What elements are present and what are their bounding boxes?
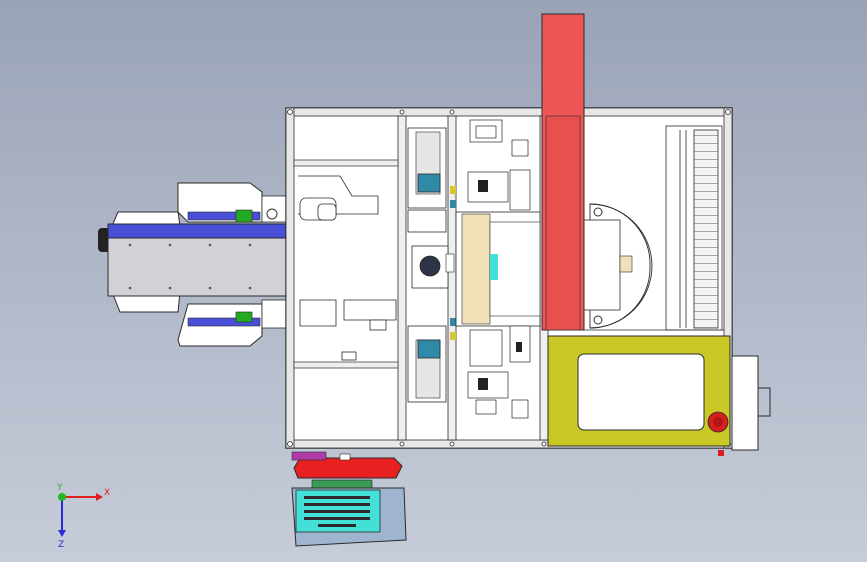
red-pillar xyxy=(541,13,585,331)
control-panel xyxy=(547,335,771,456)
hmi-screen xyxy=(577,353,705,431)
turntable-plate xyxy=(579,219,621,311)
panel-handle xyxy=(758,387,771,417)
end-roller xyxy=(98,228,110,252)
upper-gripper-belt xyxy=(187,211,261,221)
coordinate-triad: X Y Z xyxy=(56,483,110,550)
lower-gripper-belt xyxy=(187,317,261,327)
operator-station xyxy=(291,451,407,547)
center-sensor xyxy=(419,255,441,277)
lower-teal-block xyxy=(417,339,441,359)
upper-teal-block xyxy=(417,173,441,193)
wood-plate xyxy=(461,213,491,325)
y-axis-marker xyxy=(58,493,66,501)
chain-rail xyxy=(693,129,719,329)
center-column xyxy=(407,127,456,403)
x-axis-label: X xyxy=(104,488,110,498)
left-bay-interior xyxy=(298,175,397,361)
z-axis-label: Z xyxy=(58,540,64,550)
monitor xyxy=(293,457,403,479)
transfer-bay xyxy=(455,119,541,419)
y-axis-label: Y xyxy=(56,483,63,493)
